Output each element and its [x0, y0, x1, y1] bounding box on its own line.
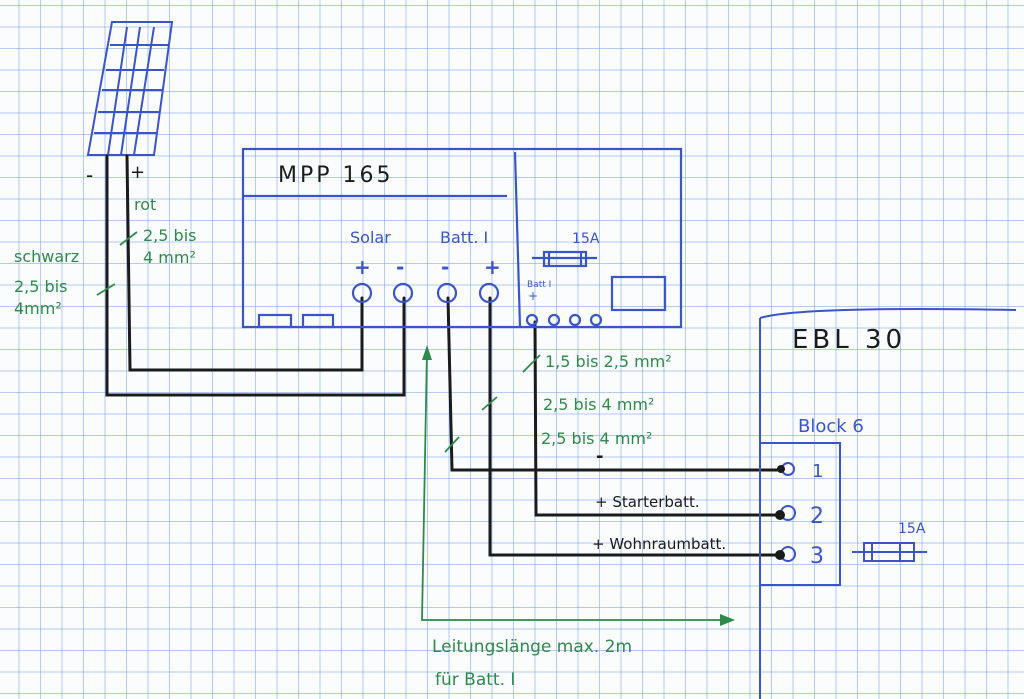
- note-line-1: Leitungslänge max. 2m: [432, 637, 632, 657]
- ebl-fuse-label: 15A: [898, 521, 926, 537]
- arrow-head-up: [422, 345, 432, 360]
- controller-fuse-label: 15A: [572, 231, 600, 247]
- wire-label-2: 2,5 bis 4 mm²: [543, 395, 654, 414]
- terminal-1-label: 1: [812, 461, 823, 482]
- panel-minus-label: -: [86, 163, 93, 187]
- wire-minus-size-2: 4mm²: [14, 299, 62, 318]
- solar-panel-grid-h: [94, 44, 168, 134]
- starterbatt-label: + Starterbatt.: [595, 493, 700, 511]
- wire-label-3: 2,5 bis 4 mm²: [541, 429, 652, 448]
- wire-wohnraumbatt: [488, 296, 782, 557]
- controller-title: MPP 165: [278, 163, 394, 188]
- batt-minus: -: [441, 255, 449, 279]
- solar-plus: +: [354, 255, 371, 279]
- battI-small-plus: +: [528, 289, 538, 303]
- tick-mark: [481, 396, 498, 411]
- batt-plus: +: [484, 255, 501, 279]
- terminal-dot: [775, 550, 785, 560]
- ebl-title: EBL 30: [792, 325, 906, 355]
- battI-small-label: Batt I: [527, 280, 551, 290]
- wire-minus-size-1: 2,5 bis: [14, 277, 67, 296]
- tick-mark: [522, 354, 541, 373]
- solar-panel-grid-v: [107, 26, 155, 156]
- terminal-dot: [775, 510, 785, 520]
- wire-solar-plus: [125, 154, 364, 372]
- wire-plus-color: rot: [134, 195, 156, 214]
- note-line-2: für Batt. I: [435, 670, 515, 690]
- wire-minus-color: schwarz: [14, 247, 79, 266]
- length-arrow: [421, 349, 730, 621]
- terminal-dot: [777, 465, 785, 473]
- ebl-box: [759, 308, 1017, 699]
- tick-mark: [444, 436, 460, 453]
- solar-panel-frame: [86, 21, 174, 156]
- block-label: Block 6: [798, 416, 864, 437]
- tick-mark: [119, 231, 138, 246]
- wire-plus-size-1: 2,5 bis: [143, 226, 196, 245]
- batt-label: Batt. I: [440, 228, 488, 247]
- panel-plus-label: +: [130, 162, 145, 183]
- tick-mark: [96, 283, 116, 296]
- wire-solar-minus: [105, 154, 406, 397]
- arrow-head-right: [720, 614, 735, 626]
- solar-label: Solar: [350, 228, 391, 247]
- controller-box: [241, 147, 683, 329]
- wire-plus-size-2: 4 mm²: [143, 248, 196, 267]
- solar-minus: -: [396, 255, 404, 279]
- wohnraumbatt-label: + Wohnraumbatt.: [592, 535, 726, 553]
- terminal-2-label: 2: [810, 504, 824, 529]
- solar-panel: [86, 21, 174, 156]
- wire-starterbatt: [533, 320, 782, 517]
- minus-label: -: [596, 446, 603, 467]
- terminal-3-label: 3: [810, 544, 824, 569]
- wire-batt-minus: [446, 296, 782, 472]
- wire-label-1: 1,5 bis 2,5 mm²: [545, 352, 672, 371]
